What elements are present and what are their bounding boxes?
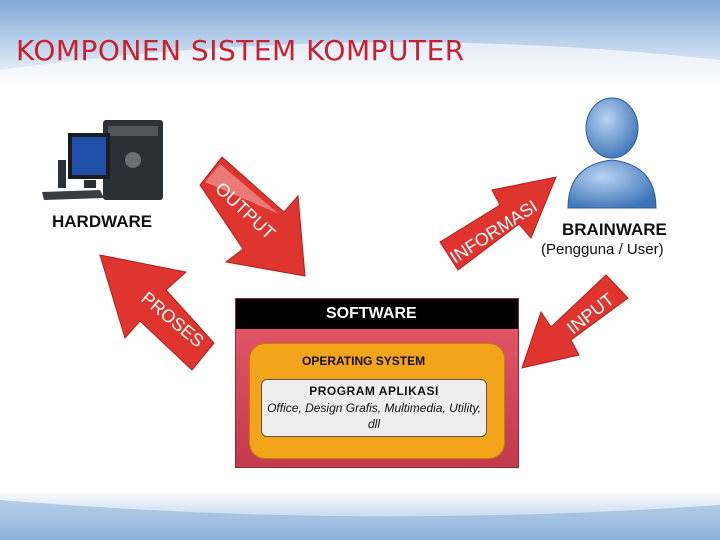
software-label: SOFTWARE [326,305,417,322]
input-arrow: INPUT [521,274,629,369]
brainware-label: BRAINWARE [562,220,667,239]
software-header: SOFTWARE [236,299,518,329]
brainware-sublabel: (Pengguna / User) [541,241,664,258]
program-aplikasi-box: PROGRAM APLIKASI Office, Design Grafis, … [261,379,487,437]
hardware-label: HARDWARE [52,212,153,231]
program-aplikasi-description: Office, Design Grafis, Multimedia, Utili… [267,401,481,431]
program-aplikasi-title: PROGRAM APLIKASI [309,384,439,398]
informasi-arrow: INFORMASI [439,176,557,271]
operating-system-label: OPERATING SYSTEM [302,354,426,368]
proses-arrow: PROSES [99,254,215,371]
output-arrow: OUTPUT [199,156,306,277]
slide-title: KOMPONEN SISTEM KOMPUTER [16,34,465,67]
software-box: SOFTWARE OPERATING SYSTEM PROGRAM APLIKA… [235,298,519,468]
operating-system-box: OPERATING SYSTEM PROGRAM APLIKASI Office… [249,343,505,459]
